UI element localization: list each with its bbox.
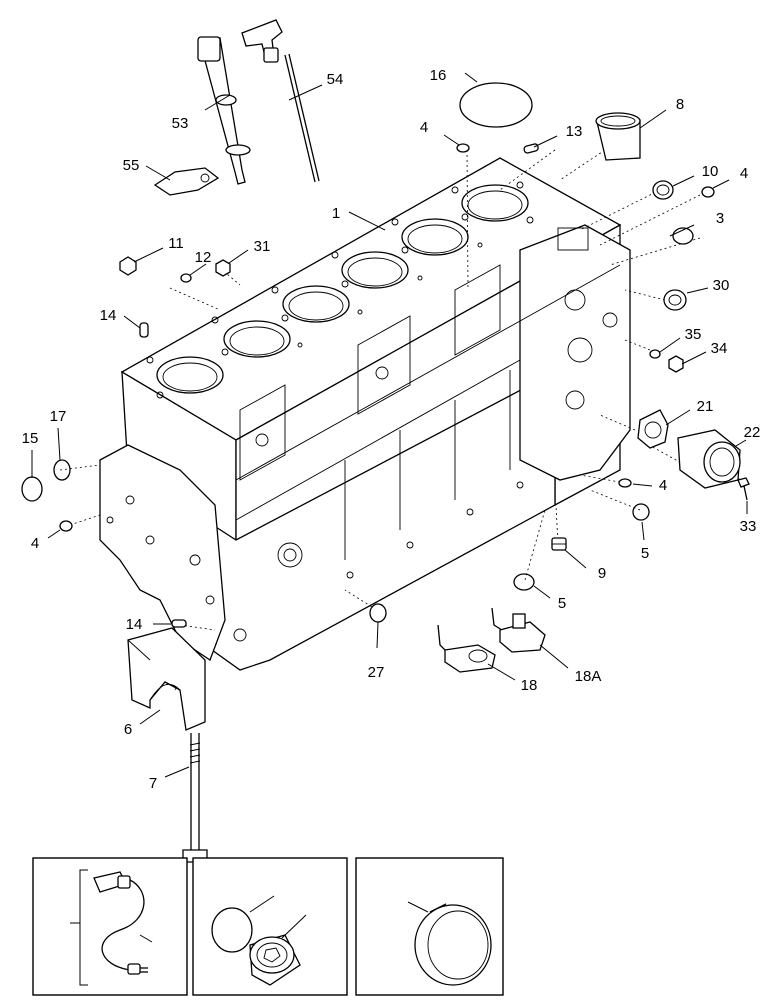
callout-4-right: 4: [740, 165, 748, 182]
callout-22: 22: [744, 424, 761, 441]
callout-16: 16: [430, 67, 447, 84]
callout-4-lower: 4: [659, 477, 667, 494]
callout-55: 55: [123, 157, 140, 174]
ring-17: [53, 459, 71, 481]
o-ring-16: [459, 82, 533, 128]
o-ring-20: [211, 907, 253, 953]
ring-5-right: [632, 503, 650, 521]
callout-11: 11: [168, 235, 184, 252]
head-bolt-holes: [146, 181, 534, 399]
callout-27: 27: [368, 664, 385, 681]
callout-6: 6: [124, 721, 132, 738]
ring-4-top: [456, 143, 470, 153]
fitting-9: [551, 537, 567, 551]
sensor-37: [93, 871, 148, 975]
cylinder-bore-4: [341, 251, 409, 289]
callout-18: 18: [521, 677, 538, 694]
cylinder-bores: [156, 184, 529, 394]
callout-13: 13: [566, 123, 583, 140]
callout-33: 33: [740, 518, 757, 535]
inset-sensor-harness: [32, 857, 188, 996]
ring-4-left: [59, 520, 73, 532]
callout-34: 34: [711, 340, 728, 357]
callout-14-lower: 14: [126, 616, 143, 633]
callout-12: 12: [195, 249, 212, 266]
outlet-22: [677, 429, 741, 489]
oil-jet-18: [437, 624, 496, 673]
callout-53: 53: [172, 115, 189, 132]
plug-31: [215, 259, 231, 277]
callout-9: 9: [598, 565, 606, 582]
o-ring-35: [649, 349, 661, 359]
dowel-14-lower: [171, 619, 187, 628]
callout-4-left: 4: [31, 535, 39, 552]
callout-5-lower: 5: [558, 595, 566, 612]
liner-8: [595, 112, 641, 161]
ring-12: [180, 273, 192, 283]
ring-4-right: [701, 186, 715, 198]
dipstick-tube-53: [197, 36, 251, 185]
callout-8: 8: [676, 96, 684, 113]
cylinder-bore-5: [401, 218, 469, 256]
leader-lines: [31, 72, 748, 778]
callout-15: 15: [22, 430, 39, 447]
plug-19: [249, 934, 301, 986]
inset-plug: [192, 857, 348, 996]
callout-1: 1: [332, 205, 340, 222]
plug-10: [652, 180, 674, 200]
callout-3: 3: [716, 210, 724, 227]
dowel-13: [523, 143, 539, 154]
block-rear-flange: [519, 224, 631, 481]
plug-11: [119, 256, 137, 276]
callout-5-right: 5: [641, 545, 649, 562]
callout-30: 30: [713, 277, 730, 294]
callout-21: 21: [697, 398, 714, 415]
callout-14-top: 14: [100, 307, 117, 324]
inset-cup: [355, 857, 504, 996]
callout-31: 31: [254, 238, 271, 255]
ring-5-lower: [513, 573, 535, 591]
callout-10: 10: [702, 163, 719, 180]
callout-35: 35: [685, 326, 702, 343]
clamp-55: [153, 167, 220, 196]
cylinder-bore-3: [282, 285, 350, 323]
callout-7: 7: [149, 775, 157, 792]
cylinder-bore-6: [461, 184, 529, 222]
oil-jet-18a: [491, 607, 546, 653]
plug-30: [663, 289, 687, 311]
cylinder-bore-2: [223, 320, 291, 358]
block-side-details: [106, 227, 621, 642]
bolt-33: [737, 477, 750, 501]
dipstick-54: [241, 19, 320, 183]
callout-4-top: 4: [420, 119, 428, 136]
bolt-7: [182, 733, 208, 863]
plug-34: [668, 355, 684, 373]
callout-17: 17: [50, 408, 67, 425]
plug-27: [369, 603, 387, 623]
cylinder-bore-1: [156, 356, 224, 394]
gasket-21: [637, 409, 669, 449]
dowel-14-top: [139, 322, 149, 338]
seal-15: [21, 476, 43, 502]
assembly-lines: [59, 149, 741, 691]
callout-54: 54: [327, 71, 344, 88]
cup-plug-52: [414, 903, 492, 986]
callout-18a: 18A: [575, 668, 602, 685]
bearing-cap-6: [127, 627, 206, 731]
ring-4-lower: [618, 478, 632, 488]
